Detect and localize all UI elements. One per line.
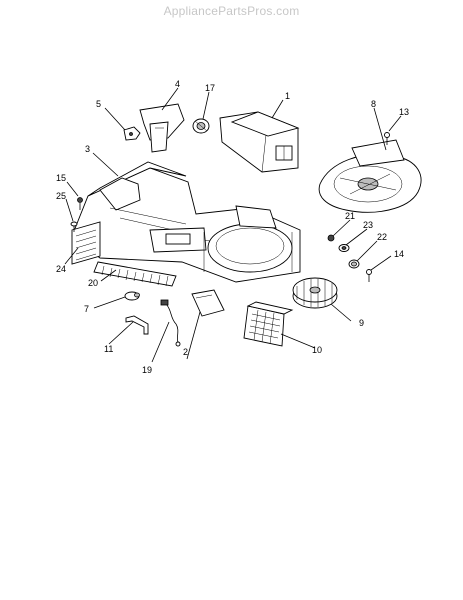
callout-8: 8 <box>371 99 376 109</box>
part-20-filter-grill <box>93 261 177 287</box>
callout-14: 14 <box>394 249 404 259</box>
part-23-washer <box>338 244 350 252</box>
part-3-housing <box>71 161 301 283</box>
part-11-bracket <box>125 315 149 335</box>
callout-3: 3 <box>85 144 90 154</box>
part-22-spacer <box>348 259 360 269</box>
callout-2: 2 <box>183 347 188 357</box>
part-17-knob <box>192 118 210 134</box>
part-8-fan-housing <box>318 139 422 213</box>
part-9-blower-wheel <box>292 277 338 309</box>
callout-13: 13 <box>399 107 409 117</box>
callout-24: 24 <box>56 264 66 274</box>
callout-20: 20 <box>88 278 98 288</box>
callout-4: 4 <box>175 79 180 89</box>
callout-22: 22 <box>377 232 387 242</box>
part-4-bracket <box>139 103 185 153</box>
part-21-nut <box>327 234 335 242</box>
part-14-screw <box>366 269 372 282</box>
callout-5: 5 <box>96 99 101 109</box>
callout-15: 15 <box>56 173 66 183</box>
part-19-wire-harness <box>160 299 181 347</box>
callout-7: 7 <box>84 304 89 314</box>
part-2-cover <box>191 289 225 317</box>
callout-21: 21 <box>345 211 355 221</box>
leader-lines <box>64 87 402 363</box>
callout-labels: 1 2 3 4 5 7 8 9 10 11 13 14 15 17 19 20 … <box>56 79 409 375</box>
callout-17: 17 <box>205 83 215 93</box>
part-15-screw <box>77 197 83 210</box>
part-7-socket <box>124 291 140 301</box>
part-24-side-grill <box>71 221 101 265</box>
part-10-filter <box>243 301 294 347</box>
callout-11: 11 <box>104 344 113 354</box>
part-1-duct <box>219 111 300 173</box>
callout-23: 23 <box>363 220 373 230</box>
callout-25: 25 <box>56 191 66 201</box>
part-5-clip <box>123 126 141 141</box>
part-13-screw <box>384 132 390 145</box>
callout-19: 19 <box>142 365 152 375</box>
part-25-screw <box>70 221 78 232</box>
watermark-text: AppliancePartsPros.com <box>163 4 300 18</box>
callout-1: 1 <box>285 91 290 101</box>
callout-10: 10 <box>312 345 322 355</box>
callout-9: 9 <box>359 318 364 328</box>
